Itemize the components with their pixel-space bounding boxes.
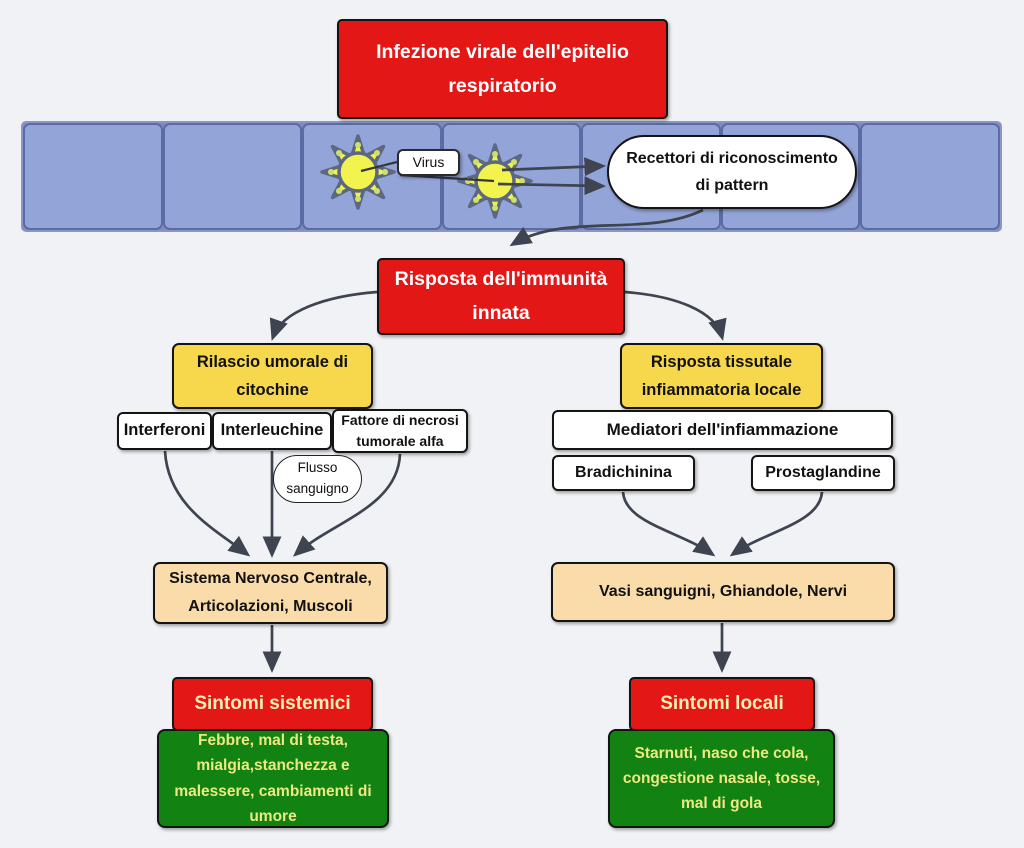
node-systemic-symptoms-label: Sintomi sistemici: [194, 693, 351, 715]
node-vessels-glands-nerves-label: Vasi sanguigni, Ghiandole, Nervi: [598, 583, 848, 601]
node-systemic-symptoms-list-label: Febbre, mal di testa, mialgia,stanchezza…: [174, 732, 372, 825]
node-innate-response-label: Risposta dell'immunità innata: [394, 268, 608, 324]
node-interleukins: Interleuchine: [212, 412, 332, 450]
node-systemic-symptoms-list: Febbre, mal di testa, mialgia,stanchezza…: [157, 729, 389, 828]
arrow-interferons-to-cns: [163, 450, 251, 557]
virus-callout: Virus: [397, 149, 460, 176]
node-tnf-alpha: Fattore di necrosi tumorale alfa: [332, 409, 468, 453]
epithelium-cell: [162, 123, 303, 230]
node-local-symptoms-list: Starnuti, naso che cola, congestione nas…: [608, 729, 835, 828]
node-infection-label: Infezione virale dell'epitelio respirato…: [376, 40, 629, 97]
node-local-inflammatory-response: Risposta tissutale infiammatoria locale: [620, 343, 823, 409]
node-infection-title: Infezione virale dell'epitelio respirato…: [337, 19, 668, 119]
node-tnf-alpha-label: Fattore di necrosi tumorale alfa: [341, 412, 459, 449]
node-cytokine-release-label: Rilascio umorale di citochine: [196, 352, 349, 399]
node-local-inflammatory-response-label: Risposta tissutale infiammatoria locale: [641, 352, 802, 399]
node-interferons: Interferoni: [117, 412, 212, 450]
node-prostaglandins: Prostaglandine: [751, 455, 895, 491]
epithelium-cell: [441, 123, 582, 230]
node-bloodstream-label: Flusso sanguigno: [286, 460, 349, 496]
node-interleukins-label: Interleuchine: [220, 421, 324, 440]
arrow-innate-to-cytokines: [269, 290, 378, 341]
node-bradykinin: Bradichinina: [552, 455, 695, 491]
node-pattern-receptors-label: Recettori di riconoscimento di pattern: [626, 149, 838, 194]
arrow-innate-to-tissue: [624, 290, 727, 341]
node-cns-joints-muscles: Sistema Nervoso Centrale, Articolazioni,…: [153, 562, 388, 624]
node-pattern-receptors: Recettori di riconoscimento di pattern: [607, 135, 857, 209]
epithelium-cell: [860, 123, 1001, 230]
node-prostaglandins-label: Prostaglandine: [765, 464, 881, 482]
node-inflammation-mediators: Mediatori dell'infiammazione: [552, 410, 893, 450]
node-bloodstream: Flusso sanguigno: [273, 455, 362, 503]
epithelium-cell: [23, 123, 163, 230]
node-inflammation-mediators-label: Mediatori dell'infiammazione: [606, 419, 839, 439]
node-local-symptoms: Sintomi locali: [629, 677, 815, 731]
epithelium-cell: [302, 123, 442, 230]
node-cytokine-release: Rilascio umorale di citochine: [172, 343, 373, 409]
node-interferons-label: Interferoni: [123, 421, 206, 440]
node-cns-joints-muscles-label: Sistema Nervoso Centrale, Articolazioni,…: [169, 570, 372, 615]
arrow-bradykinin-to-targets: [621, 491, 716, 557]
node-innate-response: Risposta dell'immunità innata: [377, 258, 625, 335]
node-bradykinin-label: Bradichinina: [575, 464, 672, 482]
node-local-symptoms-label: Sintomi locali: [660, 693, 784, 715]
node-systemic-symptoms: Sintomi sistemici: [172, 677, 373, 731]
node-local-symptoms-list-label: Starnuti, naso che cola, congestione nas…: [622, 744, 821, 813]
node-vessels-glands-nerves: Vasi sanguigni, Ghiandole, Nervi: [551, 562, 895, 622]
arrow-prostaglandins-to-targets: [729, 491, 824, 557]
virus-callout-label: Virus: [412, 154, 445, 171]
